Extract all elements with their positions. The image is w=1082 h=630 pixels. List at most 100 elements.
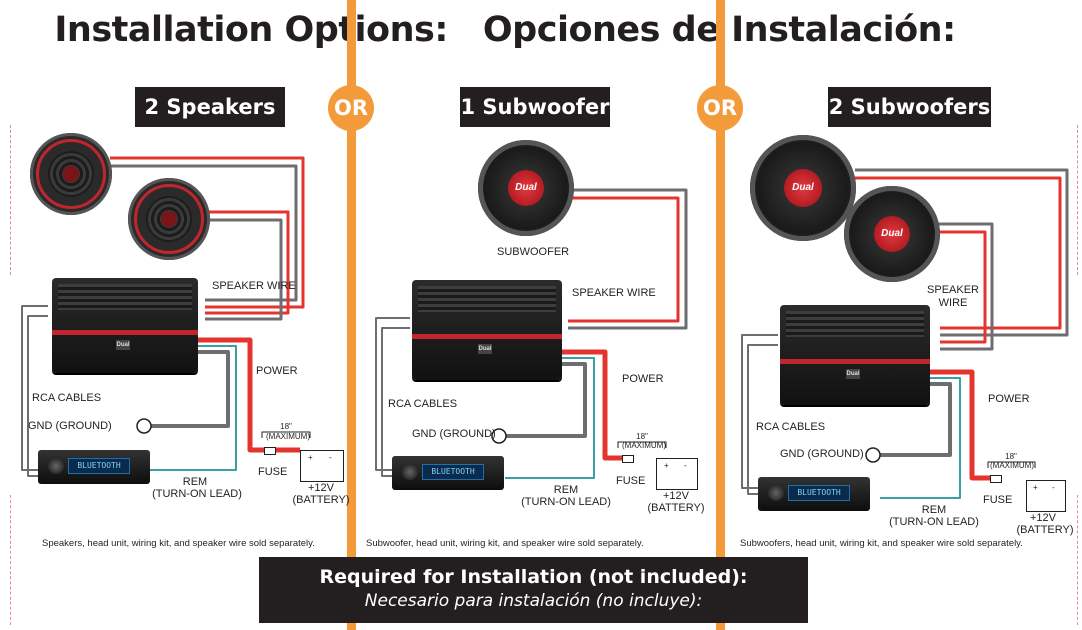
p3-power-label: POWER bbox=[988, 393, 1030, 405]
p2-speaker-wire-label: SPEAKER WIRE bbox=[572, 287, 656, 299]
p3-amplifier: Dual bbox=[780, 305, 930, 405]
p3-note: Subwoofers, head unit, wiring kit, and s… bbox=[740, 538, 1023, 549]
p1-fuse bbox=[264, 447, 276, 455]
p3-head-unit: BLUETOOTH bbox=[758, 477, 870, 511]
margin-guide-left-lower bbox=[10, 495, 11, 625]
divider-right bbox=[716, 0, 725, 630]
p3-sub-1-cap bbox=[784, 169, 822, 207]
p3-subwoofer-1: Dual bbox=[750, 135, 856, 241]
p3-sub-2-cap bbox=[874, 216, 910, 252]
p2-power-wire bbox=[560, 349, 630, 461]
p2-rca-label: RCA CABLES bbox=[388, 398, 458, 410]
p3-max-len: 18" bbox=[1005, 452, 1017, 461]
p2-rem-sub-label: (TURN-ON LEAD) bbox=[521, 496, 611, 508]
p3-batt-pos: + bbox=[1033, 483, 1038, 492]
p1-rca-1 bbox=[21, 305, 48, 471]
p3-amp-logo: Dual bbox=[846, 369, 860, 379]
p1-ground-wire bbox=[150, 350, 230, 428]
p1-head-unit: BLUETOOTH bbox=[38, 450, 150, 484]
p2-batt-neg: - bbox=[684, 461, 687, 470]
p3-rca-label: RCA CABLES bbox=[756, 421, 826, 433]
p2-note: Subwoofer, head unit, wiring kit, and sp… bbox=[366, 538, 644, 549]
p1-speaker-wire-3 bbox=[205, 210, 290, 315]
title-en: Installation Options: bbox=[54, 10, 448, 50]
p1-speaker-wire-4 bbox=[205, 218, 283, 321]
p3-speaker-wire-3 bbox=[938, 230, 987, 344]
p2-ground-wire bbox=[505, 362, 587, 438]
p2-rca-2 bbox=[381, 327, 410, 477]
p2-head-unit: BLUETOOTH bbox=[392, 456, 504, 490]
p1-max-note: (MAXIMUM) bbox=[266, 432, 310, 441]
p2-gnd-label: GND (GROUND) bbox=[412, 428, 496, 440]
p1-max-bracket bbox=[261, 431, 311, 438]
p1-rca-label: RCA CABLES bbox=[32, 392, 102, 404]
p2-ground-terminal bbox=[491, 428, 507, 444]
p1-battery: + - bbox=[300, 450, 344, 482]
p3-max-note: (MAXIMUM) bbox=[990, 461, 1034, 470]
p1-power-label: POWER bbox=[256, 365, 298, 377]
p3-fuse bbox=[990, 475, 1002, 483]
p1-speaker-wire-2 bbox=[110, 164, 298, 302]
p3-speaker-wire-1 bbox=[855, 176, 1062, 330]
p2-sub-logo: Dual bbox=[515, 182, 537, 193]
p3-speaker-wire-4 bbox=[938, 222, 994, 351]
p1-speaker-1 bbox=[30, 133, 112, 215]
p3-sub-1-logo: Dual bbox=[792, 182, 814, 193]
p1-rem-sub-label: (TURN-ON LEAD) bbox=[152, 488, 242, 500]
p2-max-note: (MAXIMUM) bbox=[622, 441, 666, 450]
p1-speaker-2-cap bbox=[161, 211, 177, 227]
p2-rca-1 bbox=[375, 317, 410, 471]
p3-ground-wire bbox=[880, 382, 952, 457]
p1-fuse-label: FUSE bbox=[258, 466, 288, 478]
option-label-2-subwoofers: 2 Subwoofers bbox=[828, 87, 991, 127]
p2-batt-volt: +12V bbox=[663, 490, 689, 502]
p1-speaker-1-cap bbox=[63, 166, 79, 182]
p1-batt-pos: + bbox=[308, 453, 313, 462]
p3-gnd-label: GND (GROUND) bbox=[780, 448, 864, 460]
p1-batt-volt: +12V bbox=[308, 482, 334, 494]
p2-speaker-wire-2 bbox=[566, 188, 688, 330]
p3-subwoofer-2: Dual bbox=[844, 186, 940, 282]
margin-guide-right bbox=[1077, 125, 1078, 275]
p2-rem-wire bbox=[505, 357, 595, 479]
or-badge-right: OR bbox=[697, 85, 743, 131]
option-label-2-speakers: 2 Speakers bbox=[135, 87, 285, 127]
p2-battery: + - bbox=[656, 458, 698, 490]
margin-guide-right-lower bbox=[1077, 495, 1078, 625]
p3-speaker-wire-label-1: SPEAKER bbox=[927, 284, 979, 296]
p2-rem-label: REM bbox=[553, 484, 579, 496]
p1-rem-wire bbox=[150, 345, 237, 471]
p2-amplifier: Dual bbox=[412, 280, 562, 380]
or-badge-left: OR bbox=[328, 85, 374, 131]
p1-ground-terminal bbox=[136, 418, 152, 434]
required-en: Required for Installation (not included)… bbox=[319, 566, 748, 588]
p2-sub-cap bbox=[508, 170, 544, 206]
p2-amp-logo: Dual bbox=[478, 344, 492, 354]
p3-rem-label: REM bbox=[921, 504, 947, 516]
p3-amp-fins bbox=[786, 311, 924, 337]
p3-sub-2-logo: Dual bbox=[881, 228, 903, 239]
p3-amp-stripe bbox=[780, 359, 930, 364]
p2-head-unit-knob bbox=[402, 464, 418, 480]
p3-power-wire bbox=[928, 369, 1000, 481]
p1-speaker-wire-label: SPEAKER WIRE bbox=[212, 280, 296, 292]
p2-batt-pos: + bbox=[664, 461, 669, 470]
p3-rca-1 bbox=[741, 334, 778, 489]
p1-batt-neg: - bbox=[329, 453, 332, 462]
option-label-1-subwoofer: 1 Subwoofer bbox=[460, 87, 610, 127]
p3-batt-label: (BATTERY) bbox=[1016, 524, 1074, 536]
p3-speaker-wire-label-2: WIRE bbox=[938, 297, 968, 309]
p1-amp-fins bbox=[58, 284, 192, 310]
p1-head-unit-screen: BLUETOOTH bbox=[68, 458, 130, 474]
p2-amp-fins bbox=[418, 286, 556, 312]
p1-amp-stripe bbox=[52, 330, 198, 335]
p1-gnd-label: GND (GROUND) bbox=[28, 420, 112, 432]
required-banner: Required for Installation (not included)… bbox=[259, 557, 808, 623]
p1-speaker-2 bbox=[128, 178, 210, 260]
p1-speaker-wire-1 bbox=[110, 156, 305, 309]
p3-max-bracket bbox=[987, 461, 1036, 468]
p3-rem-sub-label: (TURN-ON LEAD) bbox=[889, 516, 979, 528]
required-es: Necesario para instalación (no incluye): bbox=[364, 591, 703, 611]
p2-fuse bbox=[622, 455, 634, 463]
